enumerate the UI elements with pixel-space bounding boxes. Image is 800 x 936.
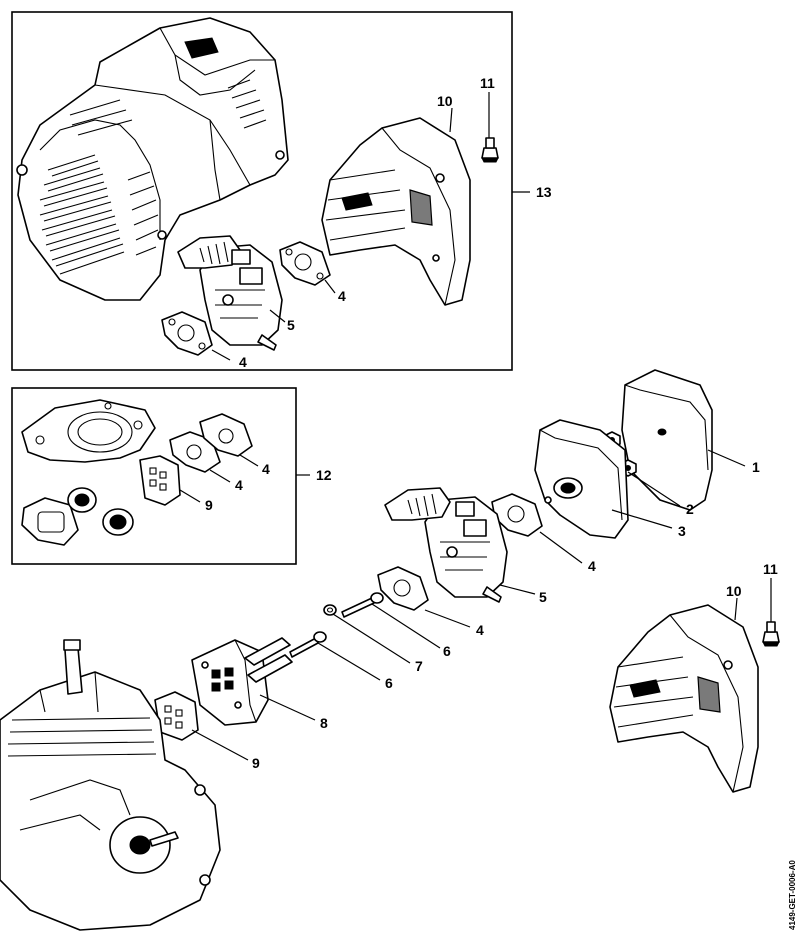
screw-11 bbox=[762, 621, 780, 647]
gasket-4-right-lower bbox=[377, 566, 429, 611]
callout-6-upper: 6 bbox=[443, 643, 451, 659]
callout-12: 12 bbox=[316, 467, 332, 483]
callout-3: 3 bbox=[678, 523, 686, 539]
callout-9-kit12: 9 bbox=[205, 497, 213, 513]
callout-10: 10 bbox=[726, 583, 742, 599]
callout-1: 1 bbox=[752, 459, 760, 475]
gasket-4-kit13-lower bbox=[161, 311, 213, 356]
callout-4-kit12-b: 4 bbox=[235, 477, 243, 493]
callout-7: 7 bbox=[415, 658, 423, 674]
callout-5-kit13: 5 bbox=[287, 317, 295, 333]
callout-4-kit13-lower: 4 bbox=[239, 354, 247, 370]
kit-13-frame bbox=[11, 11, 513, 371]
callout-2: 2 bbox=[686, 501, 694, 517]
gasket-9-kit12 bbox=[139, 455, 181, 506]
callout-13: 13 bbox=[536, 184, 552, 200]
callout-9: 9 bbox=[252, 755, 260, 771]
carburetor-kit13 bbox=[177, 235, 283, 351]
bolt-6-lower bbox=[289, 631, 327, 658]
gasket-4-kit13-upper bbox=[279, 241, 331, 286]
leader-lines bbox=[179, 92, 772, 761]
oil-seal-12-a bbox=[67, 487, 97, 513]
callout-4-kit13-upper: 4 bbox=[338, 288, 346, 304]
document-id: 4149-GET-0006-A0 bbox=[788, 860, 797, 930]
engine-shroud bbox=[16, 17, 289, 301]
filter-base-3 bbox=[534, 419, 629, 539]
callout-4-right-upper: 4 bbox=[588, 558, 596, 574]
engine-block bbox=[0, 639, 221, 931]
filter-housing-10 bbox=[609, 604, 759, 793]
oil-seal-12-b bbox=[102, 508, 134, 536]
callout-11-kit13: 11 bbox=[480, 75, 495, 91]
filter-1 bbox=[621, 369, 713, 511]
washer-7 bbox=[323, 604, 337, 616]
kit-12-frame bbox=[11, 387, 297, 565]
callout-10-kit13: 10 bbox=[437, 93, 453, 109]
callout-11: 11 bbox=[763, 561, 778, 577]
screw-11-kit13 bbox=[481, 137, 499, 163]
callout-5: 5 bbox=[539, 589, 547, 605]
callout-labels: 10 11 13 4 5 4 12 4 4 9 1 2 3 4 5 4 6 7 … bbox=[205, 75, 778, 771]
filter-housing-10-kit13 bbox=[321, 117, 471, 306]
callout-8: 8 bbox=[320, 715, 328, 731]
exhaust-gasket-12 bbox=[21, 497, 79, 546]
intake-manifold-8 bbox=[191, 637, 293, 726]
callout-4-right-lower: 4 bbox=[476, 622, 484, 638]
bolt-6-upper bbox=[341, 592, 384, 618]
callout-4-kit12-a: 4 bbox=[262, 461, 270, 477]
cylinder-gasket-12 bbox=[21, 399, 156, 463]
gasket-4-kit12-b bbox=[199, 413, 253, 457]
callout-6-lower: 6 bbox=[385, 675, 393, 691]
carburetor-5 bbox=[384, 487, 508, 603]
